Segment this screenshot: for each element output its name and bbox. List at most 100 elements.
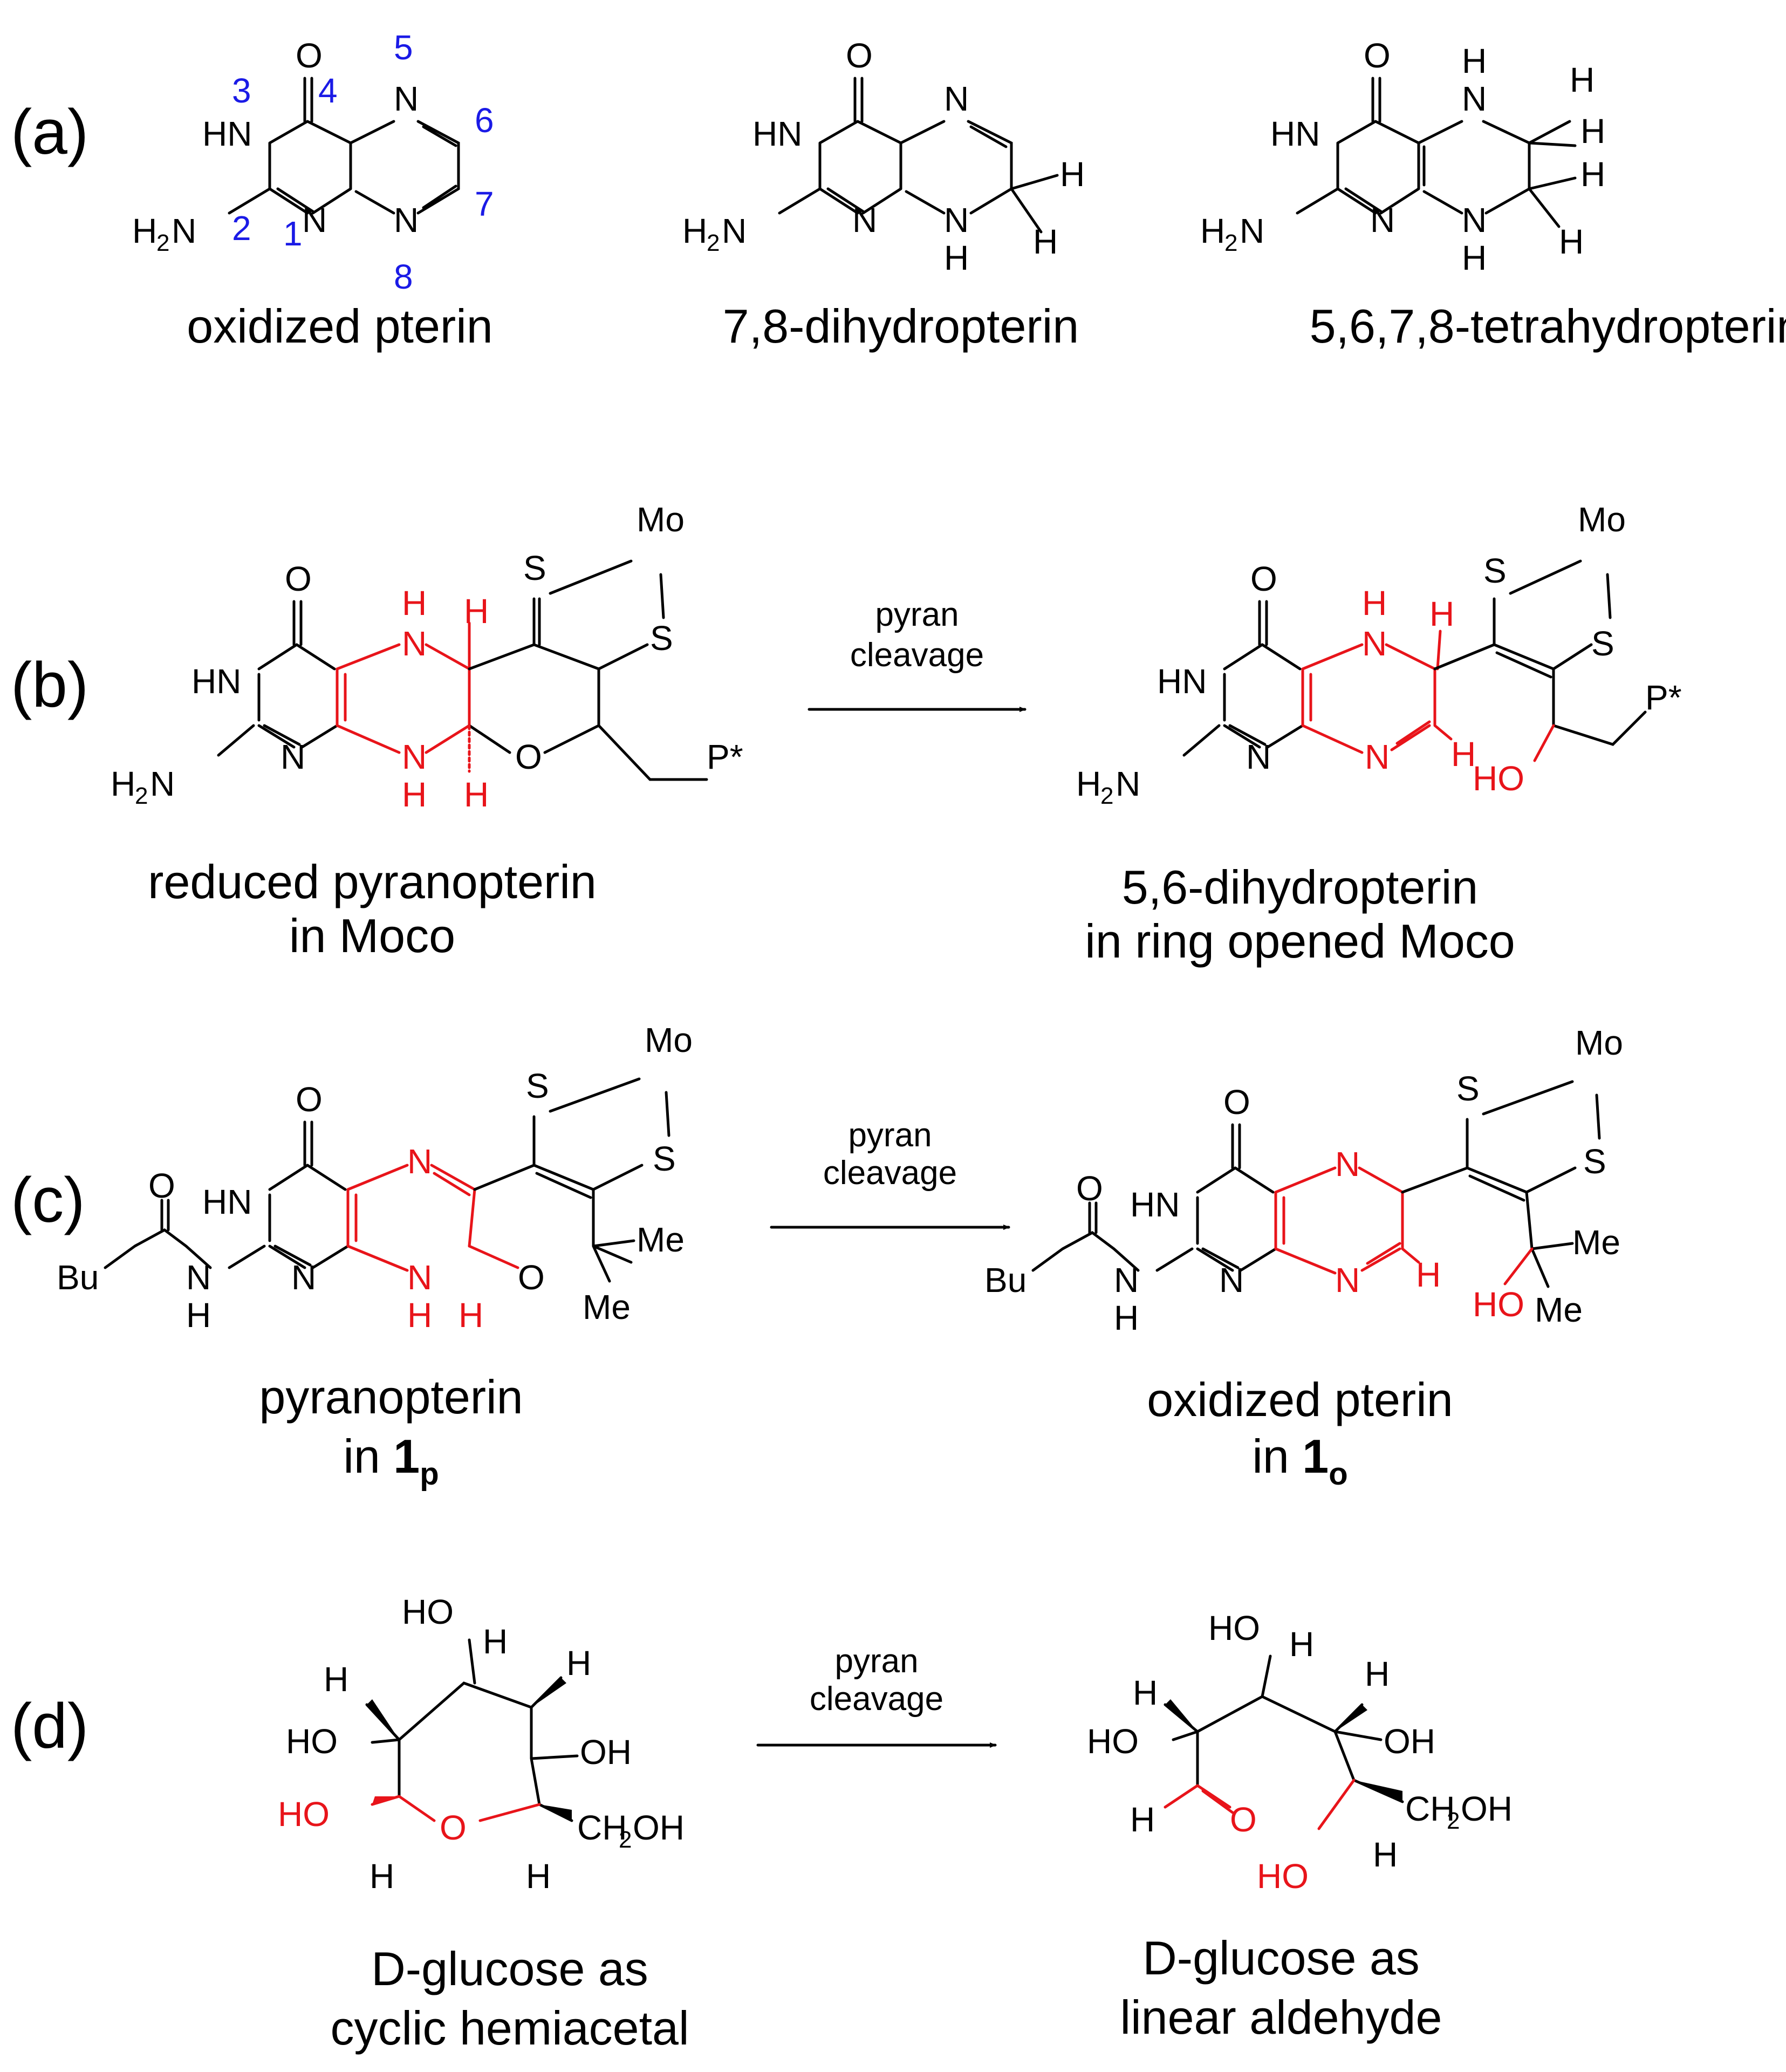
phosphate: P* [707,737,743,776]
ring-number-8: 8 [394,257,413,296]
amino-h: H [111,764,135,803]
ring-opened-moco-structure: O HN N H N N H H HO S S Mo P* H 2 N [1076,500,1682,809]
n8-h: H [1462,238,1487,277]
n1: N [1370,201,1395,240]
amide-n: N [1114,1261,1139,1300]
n8: N [407,1258,432,1297]
reduced-pyranopterin-structure: O HN N H N N H H H O S S Mo P* H 2 N [111,500,743,814]
carbonyl-oxygen: O [1364,36,1391,75]
caption-linear-2: linear aldehyde [1120,1991,1442,2044]
c3-h: H [1289,1625,1314,1664]
n1: N [1246,737,1271,776]
ch2oh-oh: OH [633,1808,685,1847]
compound-subscript: o [1329,1456,1347,1492]
n5: N [1462,79,1487,118]
caption-tetrahydropterin: 5,6,7,8-tetrahydropterin [1310,299,1786,353]
amino-sub: 2 [156,230,169,256]
ring-number-2: 2 [232,209,251,248]
pyranopterin-1p-structure: O HN N N H O Bu N N H H O S S Mo Me Me [57,1021,693,1335]
anomeric-hydroxyl: HO [278,1795,330,1834]
amide-oxygen: O [148,1166,175,1205]
amino-h: H [682,211,707,250]
methyl-1: Me [1572,1223,1620,1262]
arrow-label-c-2: cleavage [823,1154,957,1192]
carbonyl-oxygen: O [1223,1083,1250,1122]
n5-h: H [1462,42,1487,80]
molybdenum: Mo [1578,500,1626,539]
ring-number-4: 4 [318,71,338,110]
panel-b: (b) O HN N H N N H H H O S S Mo P* H 2 N… [11,500,1682,968]
oxidized-pterin-1o-structure: O HN N N H O Bu N N H HO S S Mo Me Me [984,1023,1623,1337]
methyl-2: Me [1535,1290,1583,1329]
hydroxyl: HO [1473,1285,1524,1324]
amino-sub: 2 [1100,783,1113,809]
anomeric-h: H [369,1857,394,1896]
sulfur-1: S [523,549,546,587]
sulfur-1: S [526,1066,549,1105]
c7-h-b: H [1033,222,1058,261]
amino-h: H [1076,764,1101,803]
caption-ring-opened-1: 5,6-dihydropterin [1122,860,1478,914]
sulfur-1: S [1456,1069,1480,1108]
c7-h-a: H [1060,155,1085,194]
caption-dihydropterin: 7,8-dihydropterin [723,299,1079,353]
amino-sub: 2 [707,230,720,256]
ring-number-6: 6 [475,101,494,140]
carbonyl-oxygen: O [296,1080,323,1119]
ch2oh-sub: 2 [619,1827,632,1853]
amino-h: H [132,211,157,250]
n5-h: H [1362,584,1387,623]
arrow-label-b-2: cleavage [850,637,984,674]
n8-h: H [407,1296,432,1335]
panel-c-label: (c) [11,1165,85,1236]
amino-n: N [1116,764,1140,803]
sulfur-2: S [1583,1142,1606,1181]
n1: N [1219,1261,1244,1300]
c5-hydroxyl: HO [1257,1857,1309,1896]
dihydropterin-7-8-structure: O HN N N H N H H H 2 N [682,36,1085,277]
n3-hn: HN [1130,1185,1180,1224]
pyran-oxygen: O [515,737,542,776]
c7-h: H [1451,735,1476,774]
c5-ring-h: H [526,1857,551,1896]
c4-h: H [483,1622,508,1661]
c3-h: H [324,1660,348,1699]
sulfur-2: S [650,619,673,658]
amino-h: H [1200,211,1225,250]
arrow-label-d-1: pyran [834,1643,918,1680]
caption-cyclic-2: cyclic hemiacetal [330,2001,689,2055]
n1: N [302,201,327,240]
n8-h: H [944,238,969,277]
caption-pyranopterin: pyranopterin [259,1370,523,1424]
tetrahydropterin-structure: O HN H N N H N H H H H H 2 N [1200,36,1605,277]
caption-linear-1: D-glucose as [1142,1931,1420,1985]
c6-h-a: H [1570,60,1595,99]
caption-in: in [1252,1430,1302,1483]
n1: N [280,737,305,776]
methyl-2: Me [583,1288,631,1326]
panel-a: (a) O HN N N N H 2 N 1 2 3 4 5 6 7 8 oxi… [11,28,1786,353]
amino-sub: 2 [135,783,148,809]
caption-oxidized-pterin-c: oxidized pterin [1147,1373,1453,1426]
caption-cyclic-1: D-glucose as [371,1942,648,1995]
c4-h: H [1365,1654,1390,1693]
c8a-h: H [464,775,489,814]
ch2oh-oh: OH [1461,1789,1513,1828]
hydroxyl: HO [1473,759,1524,798]
n5: N [402,624,427,663]
n8: N [1365,737,1390,776]
n8-h: H [402,775,427,814]
sulfur-1: S [1483,551,1507,590]
c4-hydroxyl: OH [1384,1722,1435,1761]
compound-number: 1 [393,1430,420,1483]
n5: N [1335,1145,1360,1184]
arrow-d: pyran cleavage [756,1643,997,1748]
arrow-c: pyran cleavage [770,1117,1010,1230]
n8: N [402,737,427,776]
molybdenum: Mo [637,500,685,539]
n5: N [944,79,969,118]
c4-hydroxyl: HO [402,1592,454,1631]
n3-hn: HN [1157,662,1207,701]
amino-n: N [1240,211,1264,250]
butyl: Bu [984,1261,1027,1300]
